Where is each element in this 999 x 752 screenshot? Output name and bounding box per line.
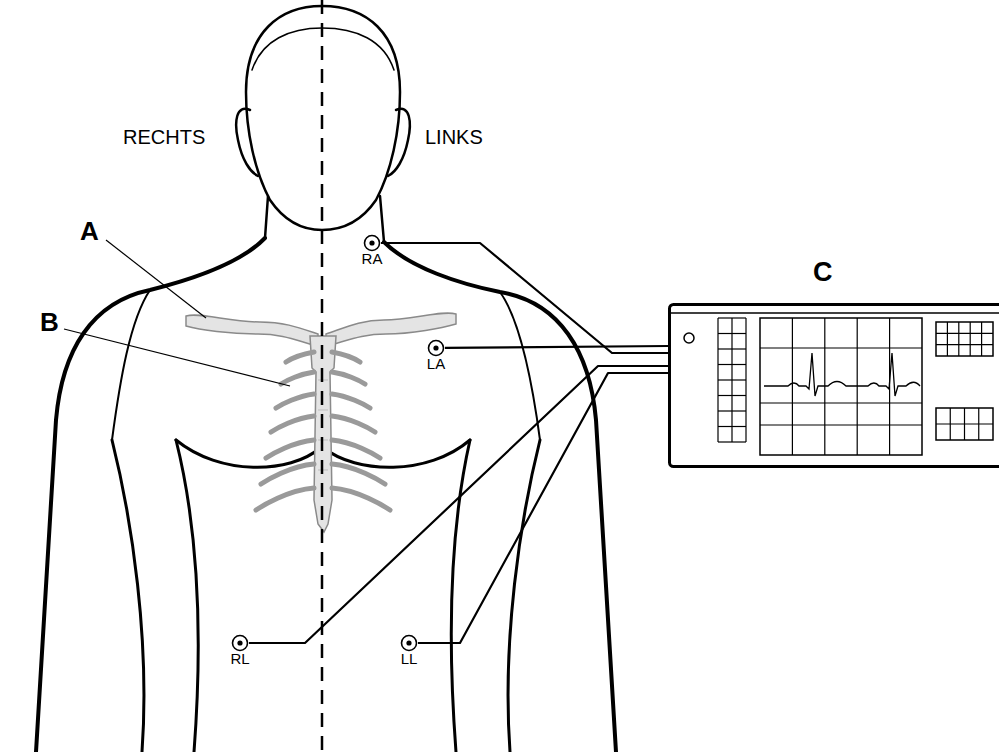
electrode-label: LL: [401, 651, 418, 667]
electrode: RA: [363, 234, 381, 252]
part-letter: B: [40, 309, 59, 335]
part-letter: C: [813, 257, 833, 287]
rib: [332, 352, 360, 362]
electrode-symbol: [400, 634, 418, 652]
rib: [261, 464, 314, 484]
rib: [281, 372, 314, 384]
rib: [332, 372, 365, 384]
lead-wire: [381, 243, 668, 353]
side-label: RECHTS: [123, 127, 205, 147]
rib: [332, 416, 375, 432]
ecg-machine: C: [668, 303, 999, 468]
rib: [276, 394, 314, 408]
ecg-machine-drawing: [668, 303, 999, 468]
electrode-label: LA: [427, 356, 445, 372]
electrode: LA: [427, 339, 445, 357]
rib: [286, 352, 314, 362]
rib: [332, 440, 380, 458]
part-letter: A: [80, 218, 99, 244]
electrode: RL: [231, 634, 249, 652]
electrode-label: RL: [230, 651, 249, 667]
rib: [332, 488, 390, 510]
lead-wire: [249, 366, 668, 643]
rib: [266, 440, 314, 458]
lead-wire: [445, 346, 668, 348]
lead-wire: [418, 373, 668, 643]
rib: [332, 394, 370, 408]
electrode-label: RA: [362, 251, 383, 267]
rib: [256, 488, 314, 510]
electrode: LL: [400, 634, 418, 652]
electrode-symbol: [427, 339, 445, 357]
electrode-symbol: [363, 234, 381, 252]
rib: [332, 464, 385, 484]
rib: [271, 416, 314, 432]
electrode-symbol: [231, 634, 249, 652]
side-label: LINKS: [425, 127, 483, 147]
